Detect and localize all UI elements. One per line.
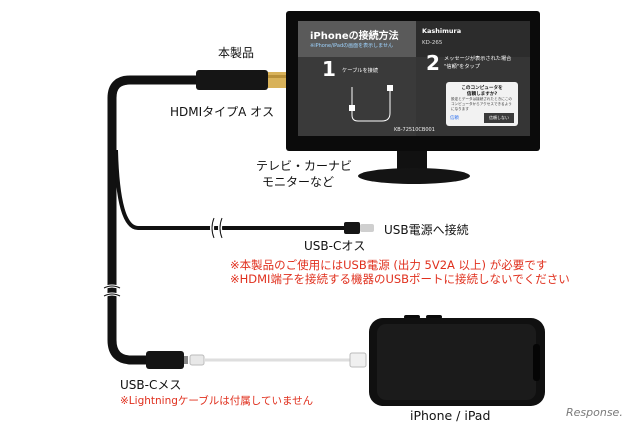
step2-text-a: メッセージが表示された場合 xyxy=(444,56,512,62)
dont-trust-button[interactable]: 信頼しない xyxy=(484,113,514,123)
hdmi-plug-tip xyxy=(268,72,286,88)
note-hdmi-port: ※HDMI端子を接続する機器のUSBポートに接続しないでください xyxy=(230,272,570,286)
usb-c-female-plug xyxy=(146,351,184,369)
iphone-notch xyxy=(533,344,540,381)
screen-footer: KB-72510CB001 xyxy=(394,127,435,133)
screen-header-right xyxy=(416,21,530,57)
step1-text: ケーブルを接続 xyxy=(342,68,379,74)
watermark-logo: Response. xyxy=(566,406,623,419)
usb-power-label: USB電源へ接続 xyxy=(384,223,469,237)
dialog-body: 設定とデータは接続されたときにこのコンピュータからアクセスできるようになります xyxy=(451,97,513,111)
step2-text-b: "信頼"をタップ xyxy=(444,64,480,70)
lightning-plug-right xyxy=(349,352,367,368)
phone-volume-button xyxy=(404,315,420,319)
screen-model: KD-265 xyxy=(422,40,443,46)
dialog-title-b: 信頼しますか? xyxy=(466,92,498,97)
usb-c-male-plug xyxy=(344,222,360,234)
monitor-stand-base xyxy=(358,168,470,184)
iphone-screen xyxy=(377,324,536,400)
note-lightning: ※Lightningケーブルは付属していません xyxy=(120,395,314,407)
note-usb-power: ※本製品のご使用にはUSB電源 (出力 5V2A 以上) が必要です xyxy=(230,258,548,272)
product-label: 本製品 xyxy=(218,46,255,60)
usb-power-cable xyxy=(114,149,346,230)
main-cable xyxy=(107,75,205,365)
usb-c-female-label: USB-Cメス xyxy=(120,378,182,392)
step2-number: 2 xyxy=(426,51,440,75)
screen-header-left xyxy=(298,21,416,57)
dialog-title-a: このコンピュータを xyxy=(461,86,503,91)
monitor-label: モニターなど xyxy=(262,175,335,189)
usb-c-male-label: USB-Cオス xyxy=(304,239,366,253)
step1-number: 1 xyxy=(322,57,336,81)
hdmi-label: HDMIタイプA オス xyxy=(170,105,275,119)
phone-volume-button-2 xyxy=(426,315,442,319)
device-label: iPhone / iPad xyxy=(410,408,491,423)
trust-dialog: このコンピュータを 信頼しますか? 設定とデータは接続されたときにこのコンピュー… xyxy=(446,82,518,126)
monitor-screen: iPhoneの接続方法 ※iPhone/iPadの画面を表示しません Kashi… xyxy=(298,21,530,136)
screen-body-left xyxy=(298,57,416,136)
tv-label: テレビ・カーナビ xyxy=(256,159,353,173)
screen-title: iPhoneの接続方法 xyxy=(310,31,399,42)
step1-cable-icon xyxy=(349,85,393,122)
hdmi-plug-body xyxy=(196,70,268,90)
screen-subtitle: ※iPhone/iPadの画面を表示しません xyxy=(310,43,394,49)
lightning-plug-left xyxy=(189,354,205,366)
screen-brand: Kashimura xyxy=(422,27,462,35)
monitor-stand-neck xyxy=(397,151,427,171)
trust-button[interactable]: 信頼 xyxy=(450,116,459,121)
